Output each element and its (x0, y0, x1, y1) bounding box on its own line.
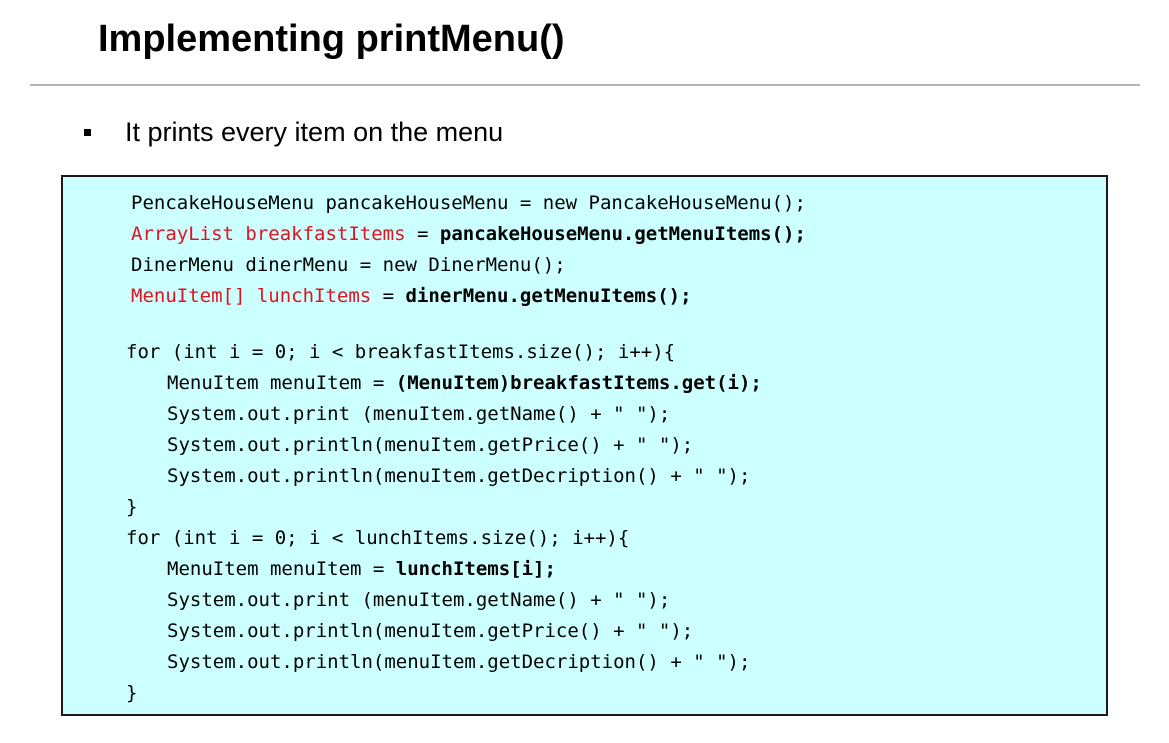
code-line: System.out.print (menuItem.getName() + "… (167, 399, 670, 430)
code-text: PencakeHouseMenu pancakeHouseMenu = new … (131, 192, 806, 214)
code-text: MenuItem menuItem = (167, 372, 396, 394)
code-line: System.out.println(menuItem.getPrice() +… (167, 616, 693, 647)
code-line: PencakeHouseMenu pancakeHouseMenu = new … (131, 188, 806, 219)
code-line: } (126, 492, 137, 523)
code-line: DinerMenu dinerMenu = new DinerMenu(); (131, 250, 566, 281)
bold-expression: dinerMenu.getMenuItems(); (405, 285, 692, 307)
code-text: System.out.print (menuItem.getName() + "… (167, 589, 671, 611)
code-text: DinerMenu dinerMenu = new DinerMenu(); (131, 254, 566, 276)
code-line: System.out.println(menuItem.getDecriptio… (167, 461, 750, 492)
code-text: = (371, 285, 406, 307)
code-line: } (126, 678, 137, 709)
code-text: } (126, 682, 138, 704)
code-line: MenuItem menuItem = lunchItems[i]; (167, 554, 556, 585)
highlighted-declaration: MenuItem[] lunchItems (131, 285, 372, 307)
code-line: for (int i = 0; i < breakfastItems.size(… (126, 337, 675, 368)
code-text: MenuItem menuItem = (167, 558, 396, 580)
code-line: MenuItem[] lunchItems = dinerMenu.getMen… (131, 281, 692, 312)
bold-expression: pancakeHouseMenu.getMenuItems(); (439, 223, 806, 245)
code-listing: PencakeHouseMenu pancakeHouseMenu = new … (61, 175, 1108, 716)
code-text: = (405, 223, 440, 245)
code-line: System.out.print (menuItem.getName() + "… (167, 585, 670, 616)
code-text: for (int i = 0; i < lunchItems.size(); i… (126, 527, 630, 549)
slide-title: Implementing printMenu() (98, 18, 565, 60)
highlighted-declaration: ArrayList breakfastItems (131, 223, 406, 245)
code-line: MenuItem menuItem = (MenuItem)breakfastI… (167, 368, 762, 399)
bullet-point: It prints every item on the menu (84, 112, 503, 152)
code-text: } (126, 496, 138, 518)
code-line: ArrayList breakfastItems = pancakeHouseM… (131, 219, 806, 250)
code-text: System.out.println(menuItem.getDecriptio… (167, 465, 751, 487)
code-text: System.out.print (menuItem.getName() + "… (167, 403, 671, 425)
bold-expression: (MenuItem)breakfastItems.get(i); (395, 372, 762, 394)
title-divider (30, 84, 1140, 86)
square-bullet-icon (84, 128, 91, 136)
code-line: System.out.println(menuItem.getDecriptio… (167, 647, 750, 678)
code-line: System.out.println(menuItem.getPrice() +… (167, 430, 693, 461)
code-line: for (int i = 0; i < lunchItems.size(); i… (126, 523, 629, 554)
code-text: System.out.println(menuItem.getPrice() +… (167, 620, 694, 642)
bullet-text: It prints every item on the menu (125, 117, 504, 147)
code-text: System.out.println(menuItem.getPrice() +… (167, 434, 694, 456)
code-text: System.out.println(menuItem.getDecriptio… (167, 651, 751, 673)
code-text: for (int i = 0; i < breakfastItems.size(… (126, 341, 676, 363)
bold-expression: lunchItems[i]; (395, 558, 556, 580)
